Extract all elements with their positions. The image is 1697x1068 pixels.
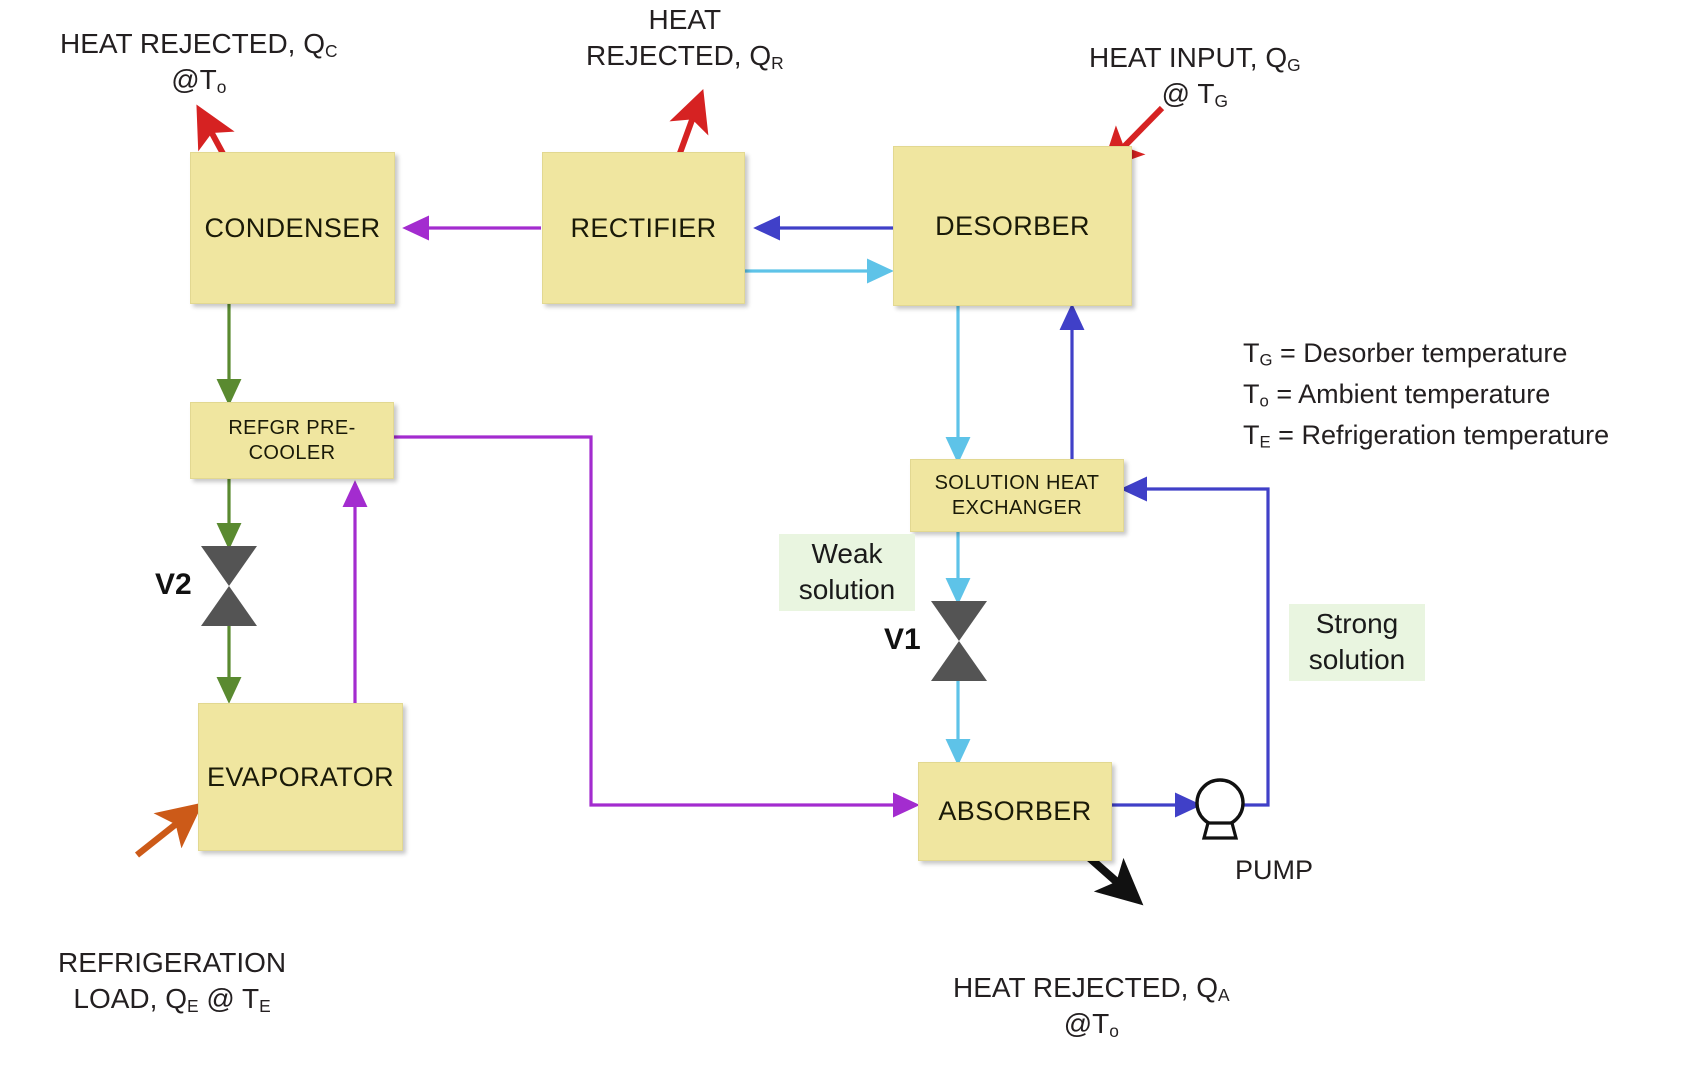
annotation-qg-line2-text: @ T <box>1161 78 1215 110</box>
annotation-qg-line2: @ TG <box>1089 76 1301 112</box>
legend-te-text: = Refrigeration temperature <box>1270 420 1610 451</box>
node-precooler-label-line2: COOLER <box>248 441 336 464</box>
node-desorber-label: DESORBER <box>935 210 1090 241</box>
annotation-qc-line1-text: HEAT REJECTED, Q <box>60 28 326 59</box>
legend-te-subscript: E <box>1259 432 1271 452</box>
node-shx-label-line1: SOLUTION HEAT <box>934 472 1100 495</box>
annotation-refrigeration-load: REFRIGERATION LOAD, QE @ TE <box>58 945 286 1017</box>
wire-pump-to-shx <box>1120 476 1270 807</box>
node-absorber-label: ABSORBER <box>938 796 1092 826</box>
tag-weak-solution: Weak solution <box>779 534 915 611</box>
annotation-load-line2-sub1: E <box>186 995 199 1016</box>
annotation-heat-rejected-qr: HEAT REJECTED, QR <box>586 2 784 74</box>
pump-symbol <box>1195 778 1245 840</box>
annotation-heat-rejected-qa: HEAT REJECTED, QA @To <box>953 970 1230 1042</box>
tag-strong-solution-line1: Strong <box>1315 608 1399 639</box>
temperature-legend: TG = Desorber temperature To = Ambient t… <box>1243 333 1609 456</box>
legend-to-subscript: o <box>1259 391 1269 411</box>
node-desorber[interactable]: DESORBER <box>893 146 1132 306</box>
annotation-qa-line2: @To <box>953 1006 1230 1042</box>
annotation-qa-line1-text: HEAT REJECTED, Q <box>953 972 1219 1003</box>
tag-weak-solution-line1: Weak <box>811 538 883 569</box>
legend-to-symbol: T <box>1243 379 1260 410</box>
node-condenser[interactable]: CONDENSER <box>190 152 395 304</box>
valve-v2-symbol <box>201 546 257 626</box>
annotation-load-line2-sub2: E <box>259 995 271 1016</box>
annotation-qc-line2-text: @T <box>171 64 217 96</box>
annotation-load-line2-b: @ T <box>198 982 260 1014</box>
annotation-qa-line1: HEAT REJECTED, QA <box>953 970 1230 1006</box>
annotation-load-line2-a: LOAD, Q <box>73 982 187 1014</box>
arrow-refrigeration-load <box>134 802 204 858</box>
legend-row-to: To = Ambient temperature <box>1243 374 1609 415</box>
pump-label: PUMP <box>1235 855 1314 885</box>
legend-to-text: = Ambient temperature <box>1268 379 1551 410</box>
annotation-qg-line1-sub: G <box>1287 54 1301 75</box>
annotation-qr-line1: HEAT <box>648 4 722 35</box>
node-evaporator-label: EVAPORATOR <box>206 761 395 792</box>
node-shx-label-line2: EXCHANGER <box>951 496 1083 519</box>
legend-tg-text: = Desorber temperature <box>1272 338 1568 368</box>
legend-te-symbol: T <box>1243 420 1260 451</box>
annotation-load-line2: LOAD, QE @ TE <box>58 981 286 1017</box>
annotation-qa-line2-sub: o <box>1109 1020 1119 1041</box>
valve-v1-label: V1 <box>884 623 921 656</box>
node-precooler-label-line1: REFGR PRE- <box>228 417 356 440</box>
annotation-qc-line2-sub: o <box>216 76 227 97</box>
node-rectifier-label: RECTIFIER <box>570 212 717 243</box>
annotation-qr-line2: REJECTED, QR <box>586 38 784 74</box>
node-solution-heat-exchanger[interactable]: SOLUTION HEAT EXCHANGER <box>910 459 1124 532</box>
legend-tg-symbol: T <box>1243 338 1260 368</box>
annotation-qg-line1: HEAT INPUT, QG <box>1089 40 1301 76</box>
annotation-qg-line2-sub: G <box>1214 90 1228 111</box>
annotation-qc-line1: HEAT REJECTED, QC <box>60 26 338 62</box>
node-absorber[interactable]: ABSORBER <box>918 762 1112 861</box>
tag-weak-solution-line2: solution <box>798 574 896 606</box>
annotation-qr-line2-sub: R <box>771 52 784 73</box>
annotation-qa-line1-sub: A <box>1218 984 1230 1005</box>
annotation-load-line1: REFRIGERATION <box>58 947 287 978</box>
wire-precooler-to-absorber <box>393 435 920 818</box>
legend-row-te: TE = Refrigeration temperature <box>1243 415 1609 456</box>
tag-strong-solution-line2: solution <box>1308 644 1406 676</box>
tag-strong-solution: Strong solution <box>1289 604 1425 681</box>
legend-row-tg: TG = Desorber temperature <box>1243 333 1609 374</box>
annotation-qc-line2: @To <box>60 62 338 98</box>
annotation-qg-line1-text: HEAT INPUT, Q <box>1089 42 1288 73</box>
valve-v1-symbol <box>931 601 987 681</box>
node-refrigerant-precooler[interactable]: REFGR PRE- COOLER <box>190 402 394 479</box>
node-condenser-label: CONDENSER <box>204 212 381 243</box>
annotation-heat-input-qg: HEAT INPUT, QG @ TG <box>1089 40 1301 112</box>
annotation-qa-line2-text: @T <box>1063 1008 1110 1040</box>
annotation-qc-line1-sub: C <box>325 40 338 61</box>
node-rectifier[interactable]: RECTIFIER <box>542 152 745 304</box>
valve-v2-label: V2 <box>155 568 192 601</box>
annotation-qr-line2-text: REJECTED, Q <box>586 39 772 71</box>
annotation-heat-rejected-qc: HEAT REJECTED, QC @To <box>60 26 338 98</box>
legend-tg-subscript: G <box>1259 350 1273 370</box>
node-evaporator[interactable]: EVAPORATOR <box>198 703 403 851</box>
